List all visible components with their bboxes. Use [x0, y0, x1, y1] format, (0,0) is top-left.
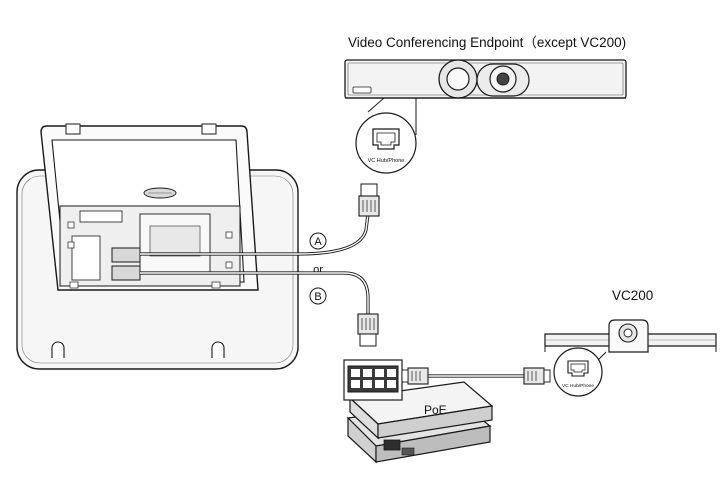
- vc-endpoint-title: Video Conferencing Endpoint（except VC200…: [348, 35, 626, 50]
- vc-endpoint-port-callout: VC Hub/Phone: [355, 97, 417, 174]
- vc-endpoint-port-label: VC Hub/Phone: [368, 158, 405, 164]
- cable-poe-to-vc200: [401, 367, 551, 385]
- touch-panel-device: [16, 123, 299, 370]
- option-b-label: B: [314, 291, 321, 303]
- rj45-connector-a: [358, 183, 380, 217]
- poe-port-callout: [343, 359, 403, 401]
- ethernet-port-icon: [372, 128, 400, 150]
- option-b-marker: B: [309, 287, 327, 305]
- rj45-connector-vc200-side: [523, 367, 551, 385]
- vc200-device: [544, 319, 717, 353]
- vc200-port-callout: VC Hub/Phone: [553, 347, 607, 397]
- option-a-label: A: [314, 236, 322, 248]
- vc-endpoint-device: [344, 59, 627, 99]
- option-a-marker: A: [309, 232, 327, 250]
- vc200-port-label: VC Hub/Phone: [562, 383, 594, 389]
- vc200-title: VC200: [612, 288, 653, 303]
- cable-option-a: [140, 183, 380, 256]
- poe-switch: PoE: [346, 381, 494, 464]
- poe-label: PoE: [424, 403, 447, 417]
- ethernet-port-icon: [567, 360, 589, 377]
- cable-option-b: [140, 271, 379, 347]
- or-label: or: [313, 264, 323, 276]
- rj45-connector-poe-side: [401, 367, 429, 385]
- rj45-connector-b: [357, 313, 379, 347]
